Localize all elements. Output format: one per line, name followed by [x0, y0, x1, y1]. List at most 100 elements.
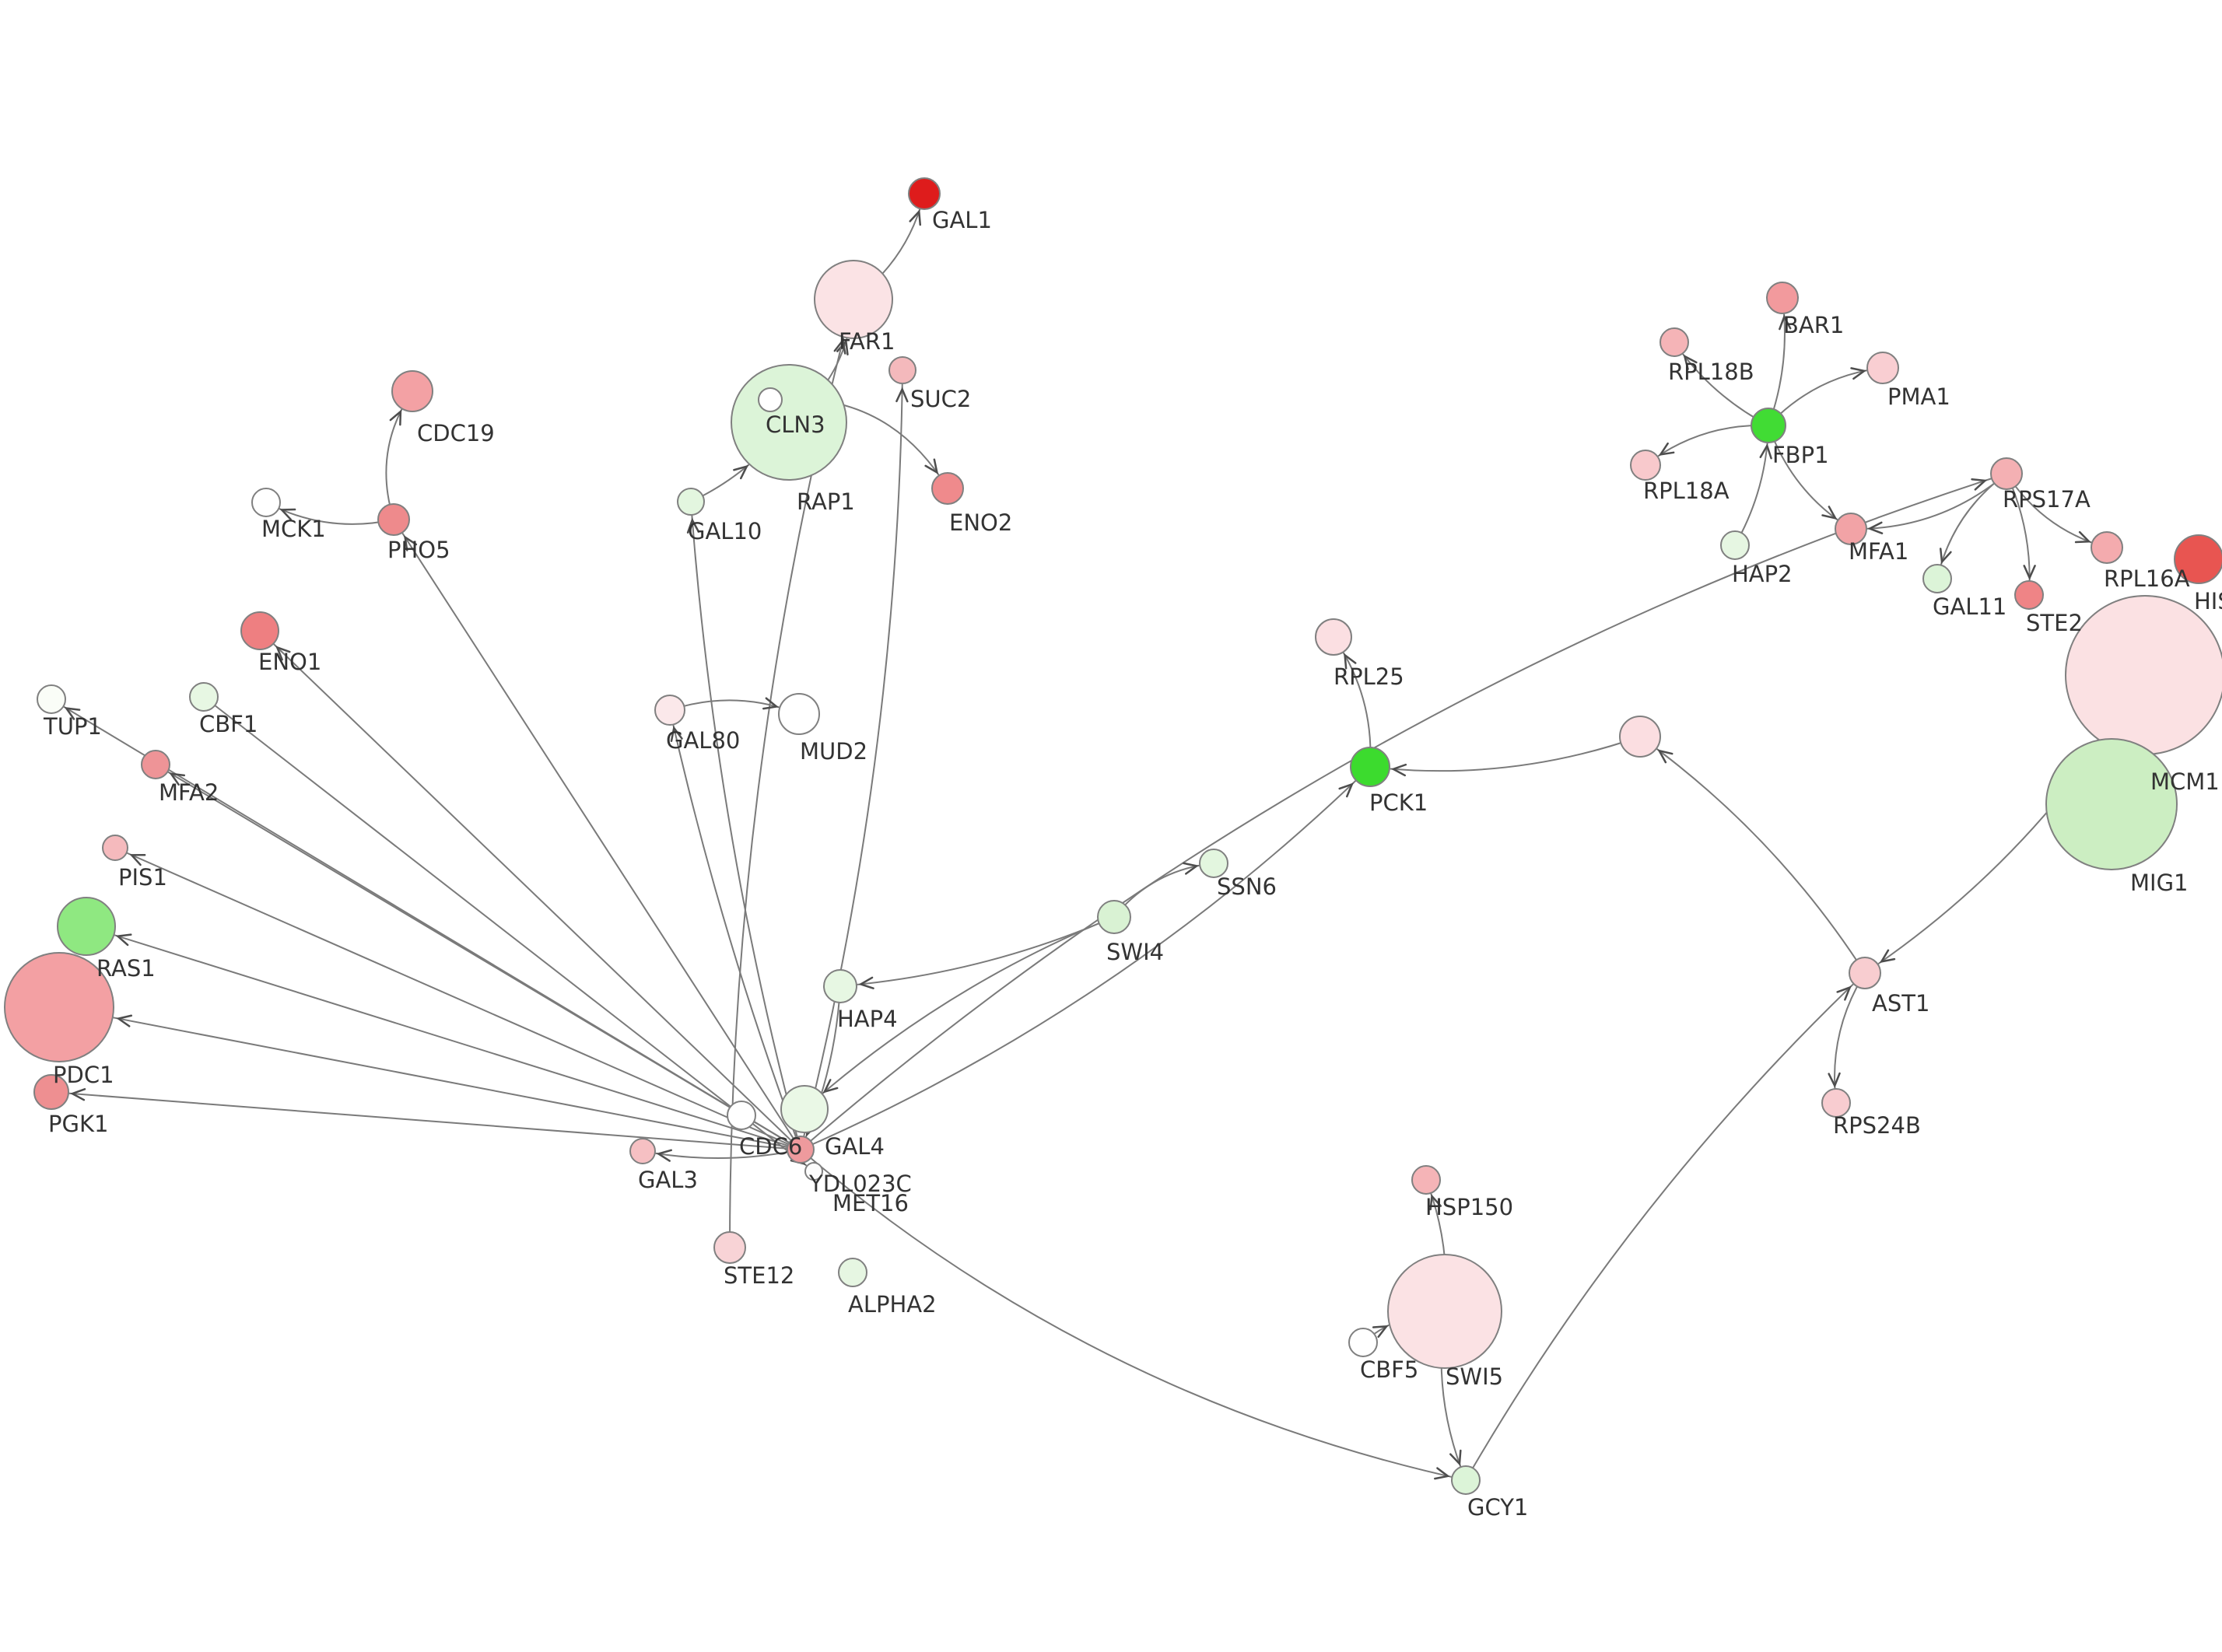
edge-FBP1-MFA1	[1768, 425, 1852, 530]
edge-FBP1-BAR1	[1768, 297, 1786, 426]
arrowhead	[822, 1079, 839, 1094]
node-RAS1[interactable]	[57, 897, 116, 956]
node-label-RPL18B: RPL18B	[1668, 359, 1754, 385]
node-label-MCM1: MCM1	[2150, 768, 2220, 795]
node-label-GAL1: GAL1	[932, 207, 992, 233]
node-HAP4[interactable]	[823, 969, 857, 1003]
arrowhead	[733, 464, 749, 480]
edge-GAL4-GAL10	[690, 501, 801, 1150]
node-GAL1[interactable]	[908, 177, 941, 210]
node-label-SWI5: SWI5	[1446, 1363, 1503, 1390]
arrowhead	[115, 933, 132, 947]
node-RPL18A[interactable]	[1630, 450, 1661, 481]
edge-RPS17A-GAL11	[1936, 473, 2007, 579]
node-label-ENO2: ENO2	[949, 509, 1012, 536]
node-GAL3[interactable]	[629, 1138, 656, 1164]
arrowhead	[833, 338, 846, 355]
node-YDL023C[interactable]	[780, 1085, 829, 1133]
edge-GAL4-GAL3	[642, 1149, 801, 1160]
node-RPS24B[interactable]	[1821, 1088, 1851, 1118]
arrowhead	[1867, 521, 1884, 534]
edge-AST1-U1	[1639, 736, 1866, 974]
edge-GAL4-SUC2	[800, 369, 903, 1150]
arrowhead	[275, 646, 291, 661]
node-label-YDL023C: YDL023C	[808, 1171, 912, 1197]
node-TUP1[interactable]	[37, 684, 66, 714]
node-PGK1[interactable]	[33, 1074, 69, 1110]
edge-SWI4-HAP4	[839, 916, 1115, 987]
node-MUD2[interactable]	[778, 693, 820, 735]
node-label-AST1: AST1	[1872, 990, 1929, 1017]
arrowhead	[69, 1088, 86, 1101]
node-MFA1[interactable]	[1835, 513, 1867, 545]
edge-CBF1-MET16	[203, 696, 815, 1172]
edge-GAL4-PIS1	[114, 847, 801, 1150]
node-U1[interactable]	[1619, 716, 1661, 758]
node-CDC6[interactable]	[727, 1101, 756, 1130]
node-HSP150[interactable]	[1411, 1165, 1441, 1195]
arrowhead	[895, 387, 909, 403]
node-GAL4[interactable]	[787, 1136, 815, 1164]
node-HIS4[interactable]	[2174, 534, 2222, 584]
node-FBP1[interactable]	[1751, 408, 1786, 443]
node-SWI4[interactable]	[1097, 900, 1131, 934]
node-label-GAL11: GAL11	[1933, 593, 2006, 620]
node-STE2[interactable]	[2014, 580, 2044, 610]
edge-FBP1-RPL18A	[1645, 424, 1769, 466]
node-CDC19[interactable]	[391, 370, 433, 412]
node-MCM1[interactable]	[2065, 595, 2222, 755]
node-PCK1[interactable]	[1350, 747, 1390, 787]
node-MIG1[interactable]	[2045, 738, 2178, 870]
node-GAL11[interactable]	[1922, 564, 1952, 593]
node-SUC2[interactable]	[888, 356, 916, 384]
node-RAP1[interactable]	[758, 387, 783, 412]
node-CBF5[interactable]	[1348, 1328, 1378, 1357]
node-GCY1[interactable]	[1451, 1465, 1481, 1495]
edge-SWI4-YDL023C	[804, 916, 1115, 1110]
node-MCK1[interactable]	[251, 488, 281, 517]
node-RPL25[interactable]	[1315, 618, 1352, 656]
node-PIS1[interactable]	[102, 835, 128, 861]
node-PHO5[interactable]	[377, 503, 410, 536]
node-MFA2[interactable]	[141, 750, 170, 779]
node-ENO2[interactable]	[931, 472, 964, 505]
node-PDC1[interactable]	[4, 952, 114, 1062]
node-SWI5[interactable]	[1387, 1254, 1502, 1369]
node-MET16[interactable]	[804, 1162, 823, 1181]
node-AST1[interactable]	[1849, 957, 1881, 989]
arrowhead	[116, 1014, 133, 1027]
node-label-MET16: MET16	[832, 1190, 909, 1216]
node-RPS17A[interactable]	[1990, 457, 2023, 490]
arrowhead	[2023, 565, 2036, 580]
node-GAL10[interactable]	[677, 488, 705, 516]
node-label-MUD2: MUD2	[800, 738, 867, 765]
arrowhead	[129, 853, 146, 866]
node-RPL18B[interactable]	[1659, 327, 1689, 357]
node-label-RPS17A: RPS17A	[2003, 486, 2091, 513]
node-label-MFA1: MFA1	[1849, 538, 1908, 565]
node-BAR1[interactable]	[1766, 282, 1799, 314]
edge-FBP1-PMA1	[1768, 367, 1884, 426]
node-FAR1[interactable]	[814, 260, 893, 339]
node-label-CDC6: CDC6	[739, 1133, 802, 1160]
node-CBF1[interactable]	[189, 682, 219, 712]
node-ENO1[interactable]	[240, 611, 279, 650]
node-ALPHA2[interactable]	[838, 1258, 867, 1287]
arrowhead	[1828, 1072, 1841, 1088]
node-HAP2[interactable]	[1720, 530, 1750, 560]
node-GAL80[interactable]	[654, 695, 685, 726]
arrowhead	[909, 209, 922, 226]
arrowhead	[656, 1149, 672, 1162]
arrowhead	[1657, 749, 1674, 764]
node-SSN6[interactable]	[1199, 849, 1228, 878]
arrowhead	[169, 772, 186, 786]
node-RPL16A[interactable]	[2091, 531, 2123, 564]
node-label-STE2: STE2	[2026, 610, 2083, 636]
node-label-CBF5: CBF5	[1360, 1356, 1418, 1383]
node-label-RAS1: RAS1	[96, 955, 156, 982]
arrowhead	[1434, 1467, 1450, 1480]
node-PMA1[interactable]	[1866, 352, 1899, 384]
node-STE12[interactable]	[713, 1231, 746, 1264]
